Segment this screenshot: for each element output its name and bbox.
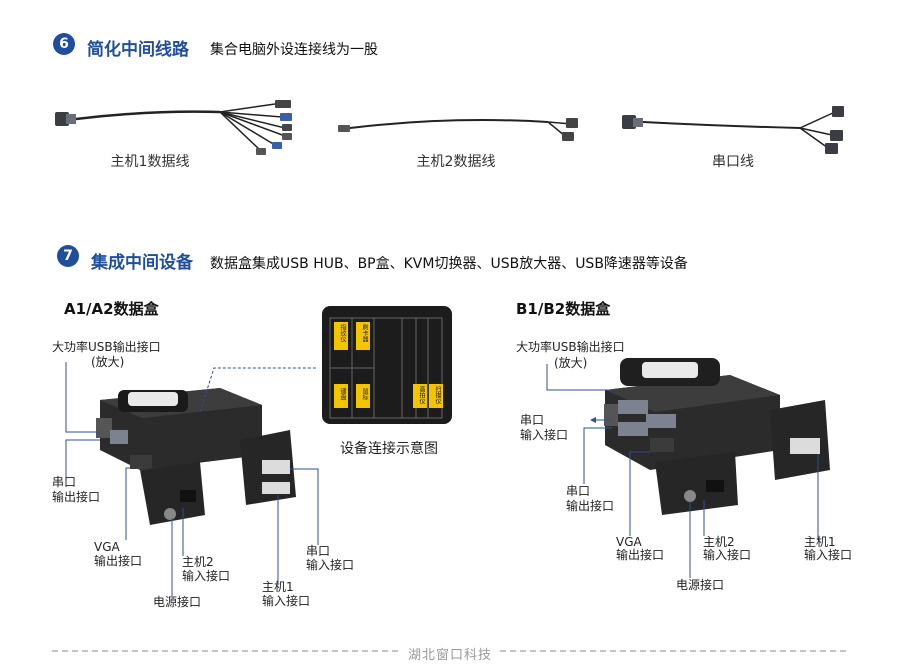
box-b-serial-out-sub: 输出接口 — [566, 499, 615, 513]
box-a-vga-label: VGA — [94, 540, 120, 554]
host1-cable-image — [55, 100, 292, 155]
box-b-vga-sub: 输出接口 — [616, 548, 665, 562]
section-6-subtitle: 集合电脑外设连接线为一股 — [210, 42, 378, 58]
box-b-serial-in-sub: 输入接口 — [520, 428, 569, 442]
box-a-serial-in-label: 串口 — [306, 544, 331, 558]
section-7-title: 集成中间设备 — [91, 253, 193, 273]
section-7-badge: 7 — [57, 245, 79, 267]
box-a-host1-label: 主机1 — [262, 580, 294, 594]
serial-cable-label: 串口线 — [712, 154, 754, 170]
box-a-host2-label: 主机2 — [182, 555, 214, 569]
box-a-usb-sub-label: (放大) — [91, 355, 125, 369]
box-b-serial-in-label: 串口 — [520, 413, 545, 427]
box-b-callout-lines — [546, 364, 819, 578]
section-6-badge: 6 — [53, 33, 75, 55]
box-b-power-label: 电源接口 — [676, 578, 725, 592]
diagram-label-fingerprint: 指纹仪 — [339, 324, 346, 342]
box-a-title: A1/A2数据盒 — [64, 300, 159, 318]
box-b-usb-sub-label: (放大) — [554, 356, 588, 370]
section-6-title: 简化中间线路 — [87, 40, 189, 60]
box-a-device — [96, 388, 296, 525]
diagram-label-keyboard: 键盘 — [339, 388, 346, 400]
diagram-label-mouse: 鼠标 — [361, 388, 368, 400]
box-b-device — [604, 358, 830, 515]
box-a-serial-out-sub: 输出接口 — [52, 490, 101, 504]
box-a-host2-sub: 输入接口 — [182, 569, 231, 583]
connection-diagram — [322, 306, 452, 424]
box-a-usb-label: 大功率USB输出接口 — [52, 340, 161, 354]
box-b-host1-label: 主机1 — [804, 535, 836, 549]
box-a-callout-lines — [65, 362, 319, 596]
box-b-host2-sub: 输入接口 — [703, 548, 752, 562]
box-a-serial-in-sub: 输入接口 — [306, 558, 355, 572]
box-a-vga-sub: 输出接口 — [94, 554, 143, 568]
box-a-host1-sub: 输入接口 — [262, 594, 311, 608]
box-b-host1-sub: 输入接口 — [804, 548, 853, 562]
host2-cable-image — [338, 118, 578, 141]
section-7-subtitle: 数据盒集成USB HUB、BP盒、KVM切换器、USB放大器、USB降速器等设备 — [210, 256, 688, 272]
serial-cable-image — [622, 106, 844, 154]
box-b-serial-out-label: 串口 — [566, 484, 591, 498]
host1-cable-label: 主机1数据线 — [110, 154, 190, 170]
footer-brand: 湖北窗口科技 — [407, 648, 492, 663]
diagram-caption: 设备连接示意图 — [340, 441, 438, 457]
host2-cable-label: 主机2数据线 — [416, 154, 496, 170]
box-b-vga-label: VGA — [616, 535, 642, 549]
box-a-power-label: 电源接口 — [153, 595, 202, 609]
diagram-label-doc-camera: 高拍仪 — [418, 386, 425, 404]
box-a-serial-out-label: 串口 — [52, 475, 77, 489]
box-b-host2-label: 主机2 — [703, 535, 735, 549]
box-b-title: B1/B2数据盒 — [516, 300, 611, 318]
diagram-label-card-reader: 刷卡器 — [361, 324, 368, 342]
box-b-usb-label: 大功率USB输出接口 — [516, 340, 625, 354]
diagram-label-scanner: 扫描仪 — [434, 386, 441, 404]
